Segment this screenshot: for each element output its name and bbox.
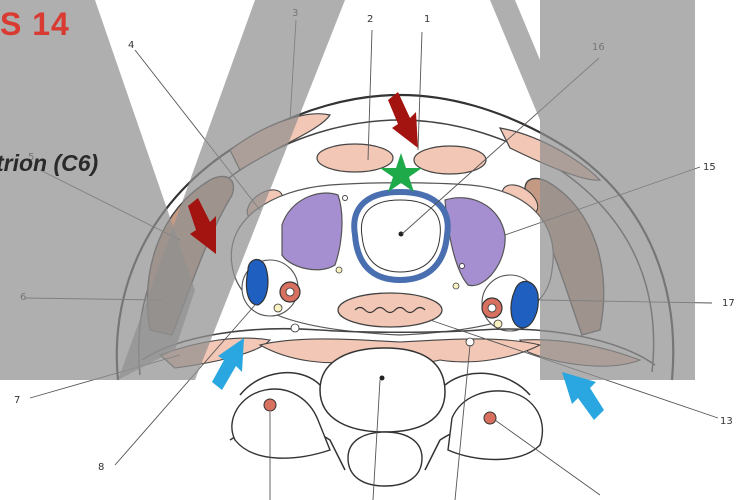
transverse-process-left [232,389,330,458]
label-17: 17 [722,298,735,309]
vertebral-artery-right [484,412,496,424]
spinal-canal [348,432,422,486]
recurrent-laryngeal-left [336,267,342,273]
vertebral-body [320,348,445,432]
vertebral-artery-left [264,399,276,411]
small-dot-right [460,264,465,269]
trachea-center-dot [399,232,404,237]
hyoid-dot [343,196,348,201]
overlay-title: trion (C6) [0,150,98,177]
carotid-lumen-left [286,288,294,296]
label-15: 15 [703,162,716,173]
esophagus [338,293,442,327]
label-4: 4 [128,40,134,51]
internal-jugular-right [511,281,538,328]
sternohyoid-right [414,146,486,174]
label-13: 13 [720,416,733,427]
vagus-nerve-right [494,320,502,328]
vagus-nerve-left [274,304,282,312]
page-code: S 14 [0,6,70,43]
label-8: 8 [98,462,104,473]
small-vessel-left [291,324,299,332]
recurrent-laryngeal-right [453,283,459,289]
vertebral-body-center [380,376,385,381]
sternohyoid-left [317,144,393,172]
carotid-lumen-right [488,304,496,312]
label-1: 1 [424,14,430,25]
internal-jugular-left [246,260,267,305]
label-7: 7 [14,395,20,406]
small-vessel-right [466,338,474,346]
label-2: 2 [367,14,373,25]
